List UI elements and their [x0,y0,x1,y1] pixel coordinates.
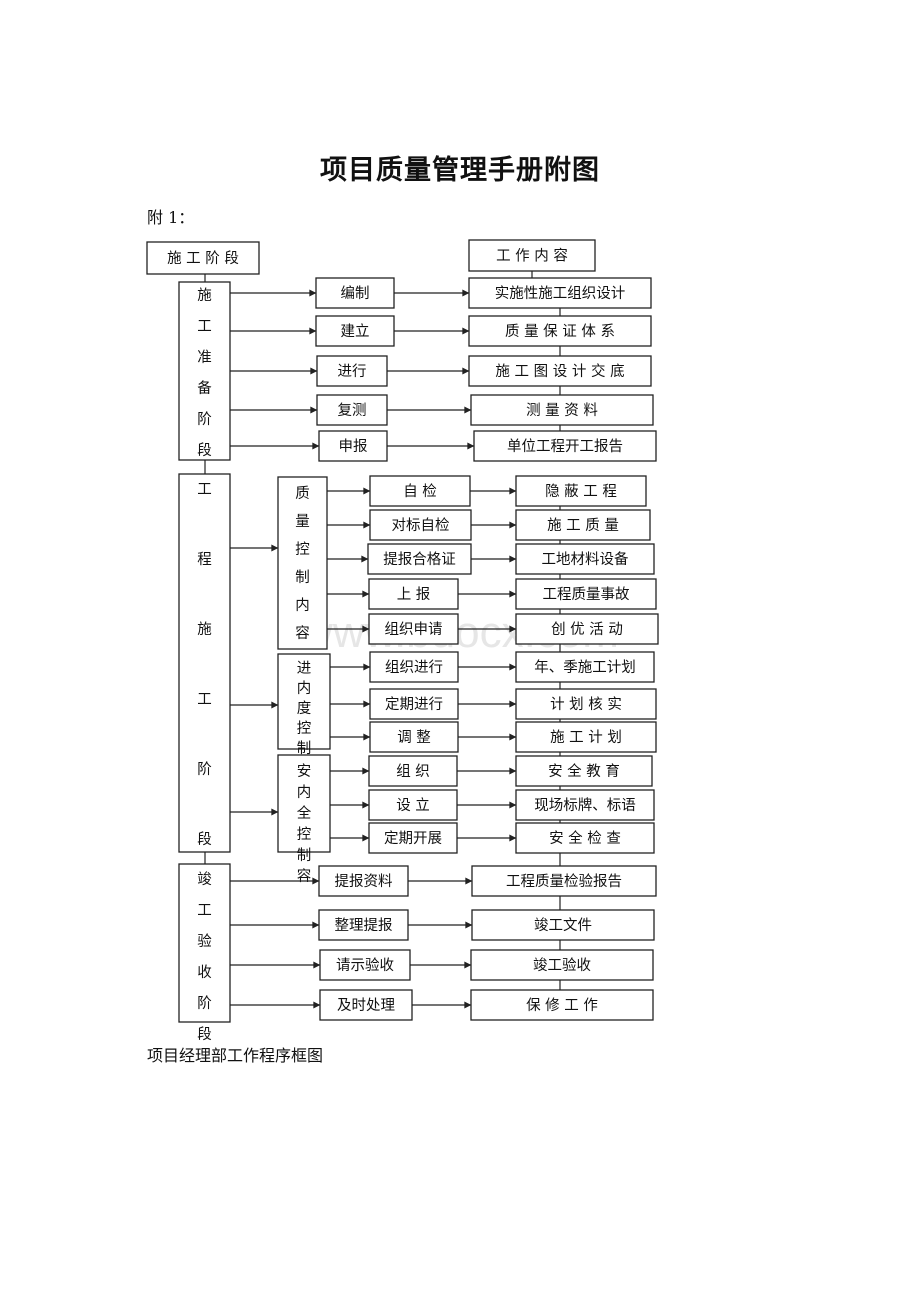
prep-result-1: 质 量 保 证 体 系 [468,315,652,347]
group-0-result-3-label: 工程质量事故 [543,586,630,603]
prep-action-3: 复测 [316,394,388,426]
control-group-0: 质量控制内容 [277,476,328,650]
completion-result-3: 保 修 工 作 [470,989,654,1021]
completion-action-3: 及时处理 [319,989,413,1021]
stage-prep: 施工准备阶段 [178,281,231,461]
group-1-action-1-label: 定期进行 [385,696,443,713]
group-2-action-1-label: 设 立 [396,797,430,814]
group-1-result-2-label: 施 工 计 划 [550,729,622,746]
completion-result-0-label: 工程质量检验报告 [506,873,622,890]
group-2-result-2: 安 全 检 查 [515,822,655,854]
prep-action-4: 申报 [318,430,388,462]
completion-action-2-label: 请示验收 [336,957,394,974]
prep-action-0: 编制 [315,277,395,309]
group-0-action-4: 组织申请 [368,613,459,645]
prep-result-3: 测 量 资 料 [470,394,654,426]
stage-construction: 工程施工阶段 [178,473,231,853]
group-1-result-0: 年、季施工计划 [515,651,655,683]
prep-result-3-label: 测 量 资 料 [526,402,598,419]
group-0-action-1: 对标自检 [369,509,472,541]
prep-action-2: 进行 [316,355,388,387]
group-2-result-0-label: 安 全 教 育 [548,762,620,780]
completion-action-0-label: 提报资料 [335,873,393,890]
group-1-result-2: 施 工 计 划 [515,721,657,753]
completion-action-1: 整理提报 [318,909,409,941]
group-0-result-1-label: 施 工 质 量 [547,517,619,534]
stage-header: 施 工 阶 段 [146,241,260,275]
completion-result-1: 竣工文件 [471,909,655,941]
prep-result-4-label: 单位工程开工报告 [507,438,623,455]
group-1-action-2: 调 整 [369,721,459,753]
prep-action-1-label: 建立 [341,323,370,340]
group-2-action-0: 组 织 [368,755,458,787]
control-group-1: 进内度控制容 [277,653,331,777]
group-1-result-1-label: 计 划 核 实 [550,696,622,713]
group-0-result-2-label: 工地材料设备 [542,551,629,568]
group-1-action-1: 定期进行 [369,688,459,720]
group-0-action-2: 提报合格证 [367,543,472,575]
group-0-action-1-label: 对标自检 [392,517,450,534]
completion-action-1-label: 整理提报 [335,917,393,934]
group-2-action-2: 定期开展 [368,822,458,854]
completion-result-2-label: 竣工验收 [533,957,591,974]
completion-result-1-label: 竣工文件 [534,917,592,934]
appendix-label: 附 1： [147,208,195,227]
group-0-result-2: 工地材料设备 [515,543,655,575]
completion-action-3-label: 及时处理 [337,997,395,1014]
completion-action-2: 请示验收 [319,949,411,981]
group-2-result-1: 现场标牌、标语 [515,789,655,821]
group-2-action-2-label: 定期开展 [384,830,442,847]
control-group-2: 安内全控制容 [277,754,331,885]
control-group-0-label: 质量控制内容 [295,485,310,642]
prep-result-1-label: 质 量 保 证 体 系 [505,323,615,340]
stage-prep-label: 施工准备阶段 [197,287,212,459]
group-0-result-4-label: 创 优 活 动 [551,621,623,638]
prep-action-2-label: 进行 [338,363,367,380]
prep-action-4-label: 申报 [339,438,368,455]
group-1-result-0-label: 年、季施工计划 [534,659,636,676]
completion-result-0: 工程质量检验报告 [471,865,657,897]
control-group-1-label: 进内度控制容 [297,660,312,777]
group-0-result-0-label: 隐 蔽 工 程 [545,483,617,500]
prep-action-0-label: 编制 [341,285,370,302]
group-2-action-1: 设 立 [368,789,458,821]
group-0-action-0-label: 自 检 [403,483,437,500]
stage-completion-label: 竣工验收阶段 [197,871,212,1043]
group-0-result-1: 施 工 质 量 [515,509,651,541]
group-2-action-0-label: 组 织 [396,763,430,780]
prep-result-0-label: 实施性施工组织设计 [495,285,626,302]
content-header: 工 作 内 容 [468,239,596,272]
diagram-caption: 项目经理部工作程序框图 [147,1046,324,1065]
group-1-action-2-label: 调 整 [397,729,431,746]
content-header-label: 工 作 内 容 [496,248,568,265]
group-1-action-0-label: 组织进行 [385,659,443,676]
prep-action-1: 建立 [315,315,395,347]
group-0-result-4: 创 优 活 动 [515,613,659,645]
prep-result-2: 施 工 图 设 计 交 底 [468,355,652,387]
group-2-result-2-label: 安 全 检 查 [549,829,621,847]
group-0-action-0: 自 检 [369,475,471,507]
prep-result-0: 实施性施工组织设计 [468,277,652,309]
stage-construction-label: 工程施工阶段 [197,482,212,848]
group-0-action-4-label: 组织申请 [385,621,443,638]
completion-action-0: 提报资料 [318,865,409,897]
group-1-result-1: 计 划 核 实 [515,688,657,720]
group-1-action-0: 组织进行 [369,651,459,683]
completion-result-2: 竣工验收 [470,949,654,981]
stage-completion: 竣工验收阶段 [178,863,231,1043]
stage-header-label: 施 工 阶 段 [167,250,239,267]
group-0-action-3: 上 报 [368,578,459,610]
group-2-result-1-label: 现场标牌、标语 [534,797,636,814]
group-0-result-0: 隐 蔽 工 程 [515,475,647,507]
document-title: 项目质量管理手册附图 [320,155,600,186]
group-0-action-3-label: 上 报 [397,586,431,603]
prep-result-2-label: 施 工 图 设 计 交 底 [495,362,624,380]
completion-result-3-label: 保 修 工 作 [526,997,598,1014]
group-0-result-3: 工程质量事故 [515,578,657,610]
prep-result-4: 单位工程开工报告 [473,430,657,462]
group-0-action-2-label: 提报合格证 [383,551,456,568]
prep-action-3-label: 复测 [338,401,367,419]
group-2-result-0: 安 全 教 育 [515,755,653,787]
